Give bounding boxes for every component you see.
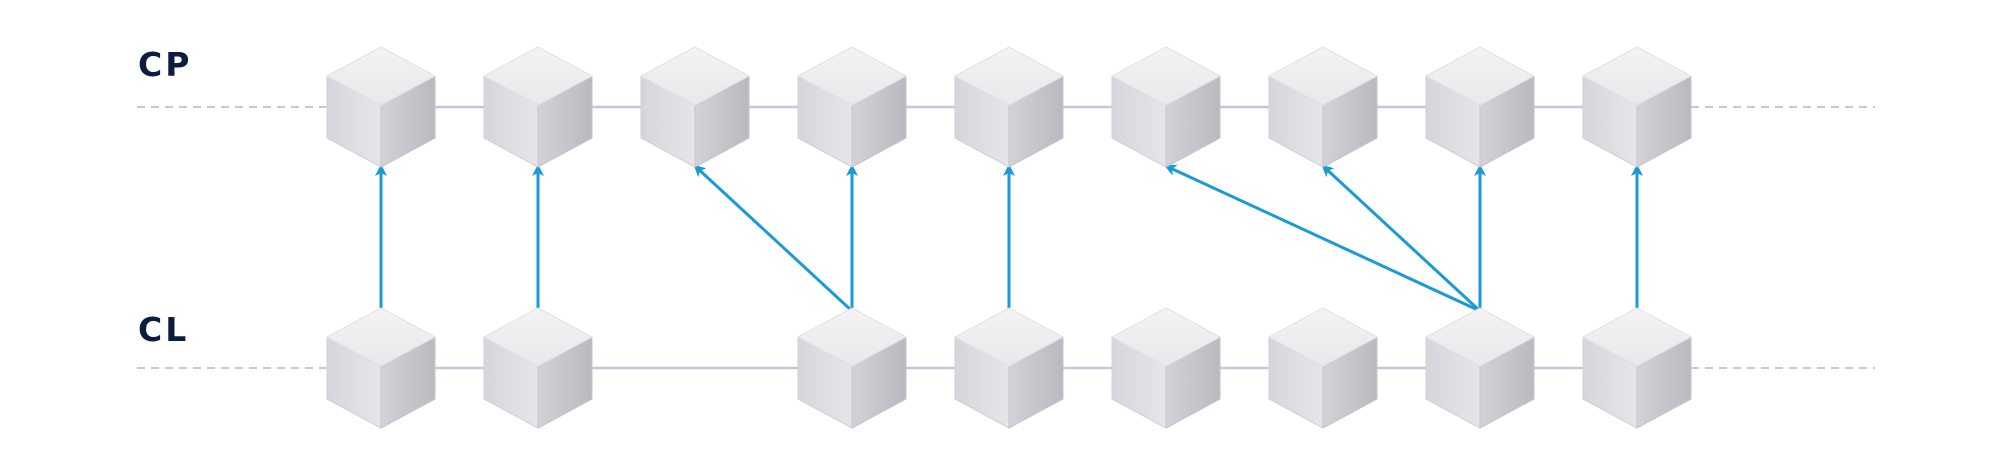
chain-lines-layer (137, 105, 1875, 370)
cl-block (1582, 307, 1692, 429)
block-top-face (1582, 307, 1692, 367)
cl-block (483, 307, 593, 429)
cp-block (640, 46, 750, 168)
arrow-cl4-to-cp3 (693, 164, 854, 313)
cp-block (1111, 46, 1221, 168)
cl-block (326, 307, 436, 429)
block-top-face (1111, 307, 1221, 367)
cl-block (954, 307, 1064, 429)
cl-block (1268, 307, 1378, 429)
arrow-cl8-to-cp7 (1321, 164, 1482, 313)
row-label-cp: CP (138, 45, 193, 84)
cp-block (954, 46, 1064, 168)
block-top-face (326, 46, 436, 106)
cp-block (1582, 46, 1692, 168)
block-top-face (326, 307, 436, 367)
arrow-cl8-to-cp6 (1164, 164, 1481, 313)
block-top-face (797, 307, 907, 367)
block-top-face (954, 46, 1064, 106)
cp-block (1425, 46, 1535, 168)
cp-block (483, 46, 593, 168)
block-top-face (1425, 46, 1535, 106)
block-top-face (954, 307, 1064, 367)
block-top-face (1425, 307, 1535, 367)
arrows-layer (375, 164, 1643, 313)
block-top-face (640, 46, 750, 106)
block-top-face (1268, 307, 1378, 367)
cp-block (326, 46, 436, 168)
cl-block (1111, 307, 1221, 429)
block-top-face (1582, 46, 1692, 106)
blocks-layer (326, 46, 1692, 429)
cp-block (1268, 46, 1378, 168)
cl-block (1425, 307, 1535, 429)
block-top-face (1111, 46, 1221, 106)
block-top-face (797, 46, 907, 106)
block-top-face (483, 307, 593, 367)
block-top-face (1268, 46, 1378, 106)
cl-block (797, 307, 907, 429)
block-top-face (483, 46, 593, 106)
row-label-cl: CL (138, 310, 190, 349)
cp-block (797, 46, 907, 168)
